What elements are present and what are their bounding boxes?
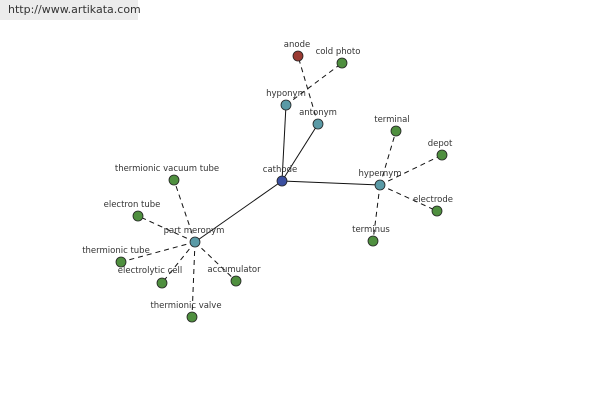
node-label[interactable]: hyponym	[266, 89, 306, 99]
node-marker[interactable]	[436, 149, 448, 161]
node-marker[interactable]	[168, 174, 180, 186]
edge-part_meronym-electron_tube	[137, 215, 196, 243]
node-label[interactable]: thermionic vacuum tube	[115, 164, 219, 174]
node-cathode[interactable]: cathode	[263, 165, 297, 187]
edge-part_meronym-electrolytic_cell	[161, 241, 196, 284]
edge-hypernym-depot	[379, 154, 443, 186]
edge-hypernym-terminus	[372, 184, 381, 242]
node-anode[interactable]: anode	[284, 40, 310, 62]
node-label[interactable]: cathode	[263, 165, 297, 175]
node-marker[interactable]	[336, 57, 348, 69]
node-marker[interactable]	[431, 205, 443, 217]
node-label[interactable]: cold photo	[316, 47, 361, 57]
edge-hypernym-terminal	[379, 130, 397, 186]
node-marker[interactable]	[276, 175, 288, 187]
edges-layer	[120, 55, 443, 318]
edge-antonym-anode	[297, 55, 319, 125]
node-part-meronym[interactable]: part meronym	[164, 226, 225, 248]
node-marker[interactable]	[189, 236, 201, 248]
node-label[interactable]: thermionic tube	[82, 246, 150, 256]
node-marker[interactable]	[312, 118, 324, 130]
edge-cathode-antonym	[281, 123, 319, 182]
node-terminal[interactable]: terminal	[374, 115, 410, 137]
node-marker[interactable]	[186, 311, 198, 323]
node-thermionic-vacuum-tube[interactable]: thermionic vacuum tube	[115, 164, 219, 186]
site-url[interactable]: http://www.artikata.com	[0, 0, 141, 20]
edge-cathode-hypernym	[281, 180, 381, 186]
node-marker[interactable]	[230, 275, 242, 287]
node-accumulator[interactable]: accumulator	[207, 265, 261, 287]
edge-cathode-part_meronym	[194, 180, 283, 243]
node-hypernym[interactable]: hypernym	[358, 169, 402, 191]
edge-hyponym-cold_photo	[285, 62, 343, 106]
node-label[interactable]: electron tube	[104, 200, 161, 210]
edge-part_meronym-thermionic_tube	[120, 241, 196, 263]
edge-cathode-hyponym	[281, 104, 287, 182]
node-thermionic-tube[interactable]: thermionic tube	[82, 246, 150, 268]
node-marker[interactable]	[292, 50, 304, 62]
node-marker[interactable]	[132, 210, 144, 222]
nodes-layer: cathode hyponym antonym hypernym part merony…	[82, 40, 453, 323]
node-terminus[interactable]: terminus	[352, 225, 390, 247]
node-label[interactable]: depot	[428, 139, 453, 149]
node-label[interactable]: hypernym	[358, 169, 401, 179]
node-label[interactable]: electrode	[413, 195, 453, 205]
node-electrolytic-cell[interactable]: electrolytic cell	[118, 266, 182, 289]
node-marker[interactable]	[367, 235, 379, 247]
node-marker[interactable]	[115, 256, 127, 268]
node-cold-photo[interactable]: cold photo	[316, 47, 361, 69]
edge-hypernym-electrode	[379, 184, 438, 212]
node-electron-tube[interactable]: electron tube	[104, 200, 161, 222]
node-label[interactable]: part meronym	[164, 226, 225, 236]
node-label[interactable]: anode	[284, 40, 310, 50]
node-label[interactable]: terminus	[352, 225, 390, 235]
edge-part_meronym-accumulator	[194, 241, 237, 282]
node-hyponym[interactable]: hyponym	[266, 89, 306, 111]
node-marker[interactable]	[280, 99, 292, 111]
node-label[interactable]: accumulator	[207, 265, 261, 275]
node-depot[interactable]: depot	[428, 139, 453, 161]
edge-part_meronym-thermionic_valve	[191, 241, 196, 318]
node-marker[interactable]	[156, 277, 168, 289]
node-antonym[interactable]: antonym	[299, 108, 337, 130]
node-label[interactable]: thermionic valve	[150, 301, 221, 311]
node-label[interactable]: terminal	[374, 115, 410, 125]
node-thermionic-valve[interactable]: thermionic valve	[150, 301, 222, 323]
node-label[interactable]: electrolytic cell	[118, 266, 182, 276]
edge-part_meronym-thermionic_vacuum_tube	[173, 179, 196, 243]
node-marker[interactable]	[374, 179, 386, 191]
node-label[interactable]: antonym	[299, 108, 337, 118]
node-marker[interactable]	[390, 125, 402, 137]
node-electrode[interactable]: electrode	[413, 195, 453, 217]
